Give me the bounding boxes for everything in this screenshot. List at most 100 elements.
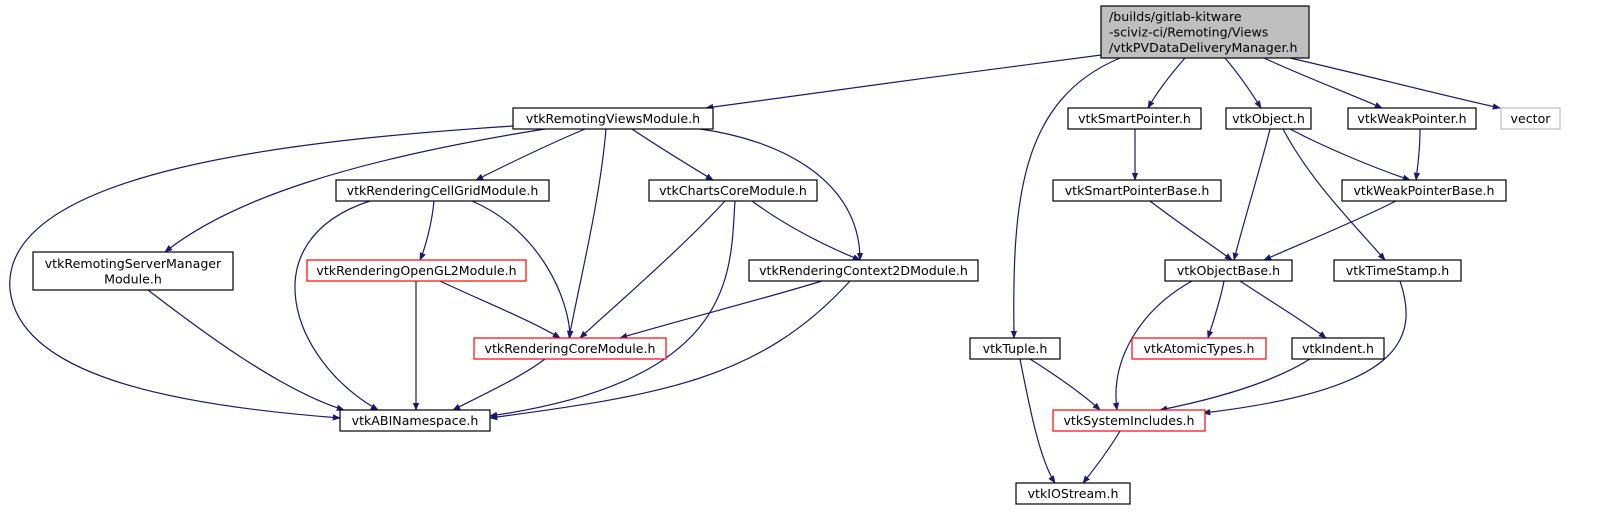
node-label: vtkSystemIncludes.h — [1063, 413, 1194, 428]
node-box — [512, 107, 714, 130]
node-context2d[interactable]: vtkRenderingContext2DModule.h — [748, 259, 979, 282]
node-root[interactable]: /builds/gitlab-kitware-sciviz-ci/Remotin… — [1100, 5, 1310, 59]
node-box — [1052, 409, 1206, 432]
node-label: vtkIndent.h — [1302, 341, 1374, 356]
node-box — [1500, 107, 1561, 130]
node-label: vtkWeakPointerBase.h — [1353, 183, 1494, 198]
node-box — [748, 259, 979, 282]
node-label: vector — [1511, 111, 1552, 126]
node-object[interactable]: vtkObject.h — [1225, 107, 1312, 130]
edge-chartscore-to-context2d — [751, 200, 861, 261]
node-box — [1347, 107, 1477, 130]
node-box — [1225, 107, 1312, 130]
node-label: vtkRemotingServerManager — [45, 256, 222, 271]
node-remotingviews[interactable]: vtkRemotingViewsModule.h — [512, 107, 714, 130]
edge-cellgrid-to-abinamespace — [294, 200, 379, 411]
node-label: vtkABINamespace.h — [352, 413, 479, 428]
node-box — [1291, 337, 1385, 360]
node-box — [1131, 337, 1267, 360]
edge-indent-to-systemincludes — [1159, 358, 1311, 412]
node-label: vtkTimeStamp.h — [1346, 263, 1449, 278]
edge-root-to-tuple — [1010, 57, 1121, 339]
edge-systemincludes-to-iostream — [1082, 430, 1121, 484]
node-label: vtkObject.h — [1232, 111, 1305, 126]
node-box — [1333, 259, 1462, 282]
edge-chartscore-to-abinamespace — [489, 200, 736, 419]
node-box — [1067, 107, 1202, 130]
edge-remotingviews-to-abinamespace — [9, 125, 514, 421]
nodes-layer: /builds/gitlab-kitware-sciviz-ci/Remotin… — [32, 5, 1561, 505]
node-label: /vtkPVDataDeliveryManager.h — [1109, 40, 1298, 55]
node-smartpointerbase[interactable]: vtkSmartPointerBase.h — [1052, 179, 1222, 202]
node-atomictypes[interactable]: vtkAtomicTypes.h — [1131, 337, 1267, 360]
edge-object-to-weakpointerbase — [1289, 128, 1411, 181]
node-box — [306, 259, 527, 282]
node-label: vtkSmartPointer.h — [1078, 111, 1191, 126]
node-label: vtkRenderingContext2DModule.h — [759, 263, 968, 278]
edge-remotingsm-to-abinamespace — [147, 289, 345, 411]
node-label: vtkChartsCoreModule.h — [659, 183, 807, 198]
node-objectbase[interactable]: vtkObjectBase.h — [1164, 259, 1293, 282]
edge-object-to-timestamp — [1282, 128, 1386, 261]
node-vector[interactable]: vector — [1500, 107, 1561, 130]
edge-chartscore-to-renderingcore — [579, 200, 726, 339]
edge-remotingviews-to-context2d — [699, 128, 864, 261]
edge-root-to-object — [1224, 57, 1262, 109]
edge-cellgrid-to-renderingcore — [471, 200, 574, 339]
edge-object-to-objectbase — [1232, 128, 1271, 261]
edge-renderingcore-to-abinamespace — [452, 358, 546, 411]
node-label: vtkObjectBase.h — [1177, 263, 1280, 278]
node-tuple[interactable]: vtkTuple.h — [969, 337, 1061, 360]
node-timestamp[interactable]: vtkTimeStamp.h — [1333, 259, 1462, 282]
edge-remotingviews-to-chartscore — [631, 128, 714, 181]
node-label: vtkRemotingViewsModule.h — [526, 111, 700, 126]
node-cellgrid[interactable]: vtkRenderingCellGridModule.h — [335, 179, 550, 202]
node-box — [1015, 482, 1131, 505]
node-weakpointerbase[interactable]: vtkWeakPointerBase.h — [1341, 179, 1507, 202]
edge-root-to-smartpointer — [1147, 57, 1186, 109]
node-box — [969, 337, 1061, 360]
edge-opengl2-to-renderingcore — [439, 280, 561, 339]
node-opengl2[interactable]: vtkRenderingOpenGL2Module.h — [306, 259, 527, 282]
node-label: vtkSmartPointerBase.h — [1065, 183, 1210, 198]
edges-layer — [9, 51, 1501, 484]
edge-remotingviews-to-renderingcore — [567, 128, 607, 339]
node-label: vtkWeakPointer.h — [1357, 111, 1466, 126]
edge-smartpointerbase-to-objectbase — [1149, 200, 1233, 261]
node-box — [648, 179, 818, 202]
node-label: vtkIOStream.h — [1028, 486, 1119, 501]
node-box — [1052, 179, 1222, 202]
node-box — [339, 409, 491, 432]
edge-objectbase-to-indent — [1239, 280, 1327, 339]
node-iostream[interactable]: vtkIOStream.h — [1015, 482, 1131, 505]
node-label: -sciviz-ci/Remoting/Views — [1109, 25, 1268, 40]
edge-objectbase-to-atomictypes — [1207, 280, 1225, 339]
edge-root-to-remotingviews — [705, 51, 1125, 111]
node-label: /builds/gitlab-kitware — [1109, 9, 1242, 24]
node-box — [1164, 259, 1293, 282]
edge-weakpointerbase-to-objectbase — [1263, 200, 1397, 261]
node-indent[interactable]: vtkIndent.h — [1291, 337, 1385, 360]
node-chartscore[interactable]: vtkChartsCoreModule.h — [648, 179, 818, 202]
node-weakpointer[interactable]: vtkWeakPointer.h — [1347, 107, 1477, 130]
edge-root-to-weakpointer — [1263, 57, 1383, 109]
edge-remotingviews-to-remotingsm — [164, 128, 546, 253]
node-label: vtkAtomicTypes.h — [1144, 341, 1255, 356]
edge-context2d-to-renderingcore — [619, 280, 823, 339]
edge-weakpointer-to-weakpointerbase — [1413, 128, 1421, 181]
edge-tuple-to-iostream — [1019, 358, 1056, 484]
node-box — [1100, 5, 1310, 59]
node-renderingcore[interactable]: vtkRenderingCoreModule.h — [473, 337, 667, 360]
node-systemincludes[interactable]: vtkSystemIncludes.h — [1052, 409, 1206, 432]
node-box — [32, 251, 234, 291]
node-label: Module.h — [104, 271, 162, 286]
node-label: vtkRenderingOpenGL2Module.h — [316, 263, 516, 278]
edge-timestamp-to-systemincludes — [1202, 280, 1407, 416]
edge-remotingviews-to-cellgrid — [475, 128, 586, 181]
node-label: vtkTuple.h — [983, 341, 1048, 356]
node-smartpointer[interactable]: vtkSmartPointer.h — [1067, 107, 1202, 130]
node-box — [1341, 179, 1507, 202]
node-abinamespace[interactable]: vtkABINamespace.h — [339, 409, 491, 432]
node-label: vtkRenderingCoreModule.h — [485, 341, 656, 356]
